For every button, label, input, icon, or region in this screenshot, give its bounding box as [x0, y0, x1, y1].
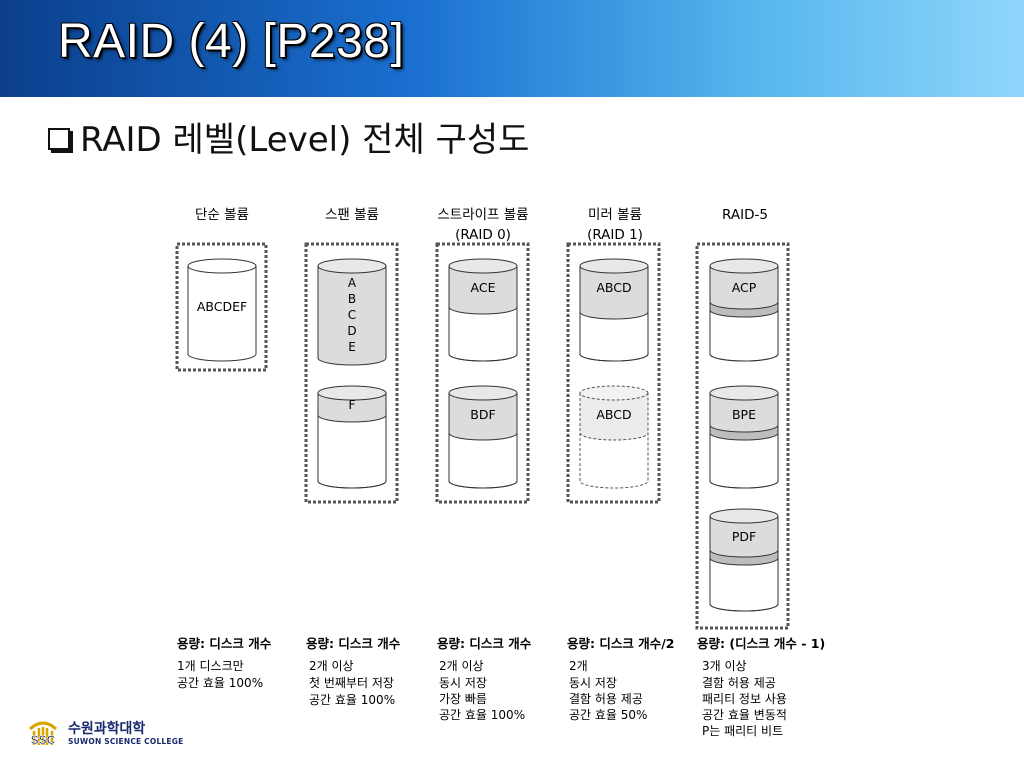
col4-capacity: 용량: (디스크 개수 - 1): [697, 636, 825, 651]
col0-note1: 공간 효율 100%: [177, 676, 263, 690]
col4-note2: 패리티 정보 사용: [702, 692, 787, 706]
col2-disk1-label: BDF: [470, 407, 495, 422]
col4-note1: 결함 허용 제공: [702, 676, 776, 690]
col1-note0: 2개 이상: [309, 659, 354, 673]
col1-disk0-label-d: D: [347, 324, 356, 338]
col0-capacity: 용량: 디스크 개수: [177, 636, 272, 651]
col4-disk1-label: BPE: [732, 407, 756, 422]
col3-disk1-mirror: [579, 385, 649, 489]
col4-note3: 공간 효율 변동적: [702, 708, 787, 722]
col0-title-line0: 단순 볼륨: [195, 207, 249, 223]
bullet-text: RAID 레벨(Level) 전체 구성도: [80, 120, 530, 160]
col2-disk1: [448, 385, 518, 489]
college-emblem-icon: SSC: [28, 721, 58, 747]
col4-disk0-label: ACP: [732, 280, 757, 295]
col1-note2: 공간 효율 100%: [309, 693, 395, 707]
col2-title-line1: (RAID 0): [455, 227, 511, 243]
col3-title-line1: (RAID 1): [587, 227, 643, 243]
col1-disk0: [317, 258, 387, 366]
col1-disk0-label-e: E: [348, 340, 356, 354]
col3-note2: 결함 허용 제공: [569, 692, 643, 706]
col0-disk0: [187, 258, 257, 362]
col0-note0: 1개 디스크만: [177, 659, 244, 673]
col1-capacity: 용량: 디스크 개수: [306, 636, 401, 651]
col1-volume-frame: [304, 242, 399, 504]
col2-note2: 가장 빠름: [439, 692, 487, 706]
col4-note4: P는 패리티 비트: [702, 724, 783, 738]
col1-disk0-label-c: C: [348, 308, 356, 322]
col3-disk0: [579, 258, 649, 362]
college-emblem-mark: SSC: [31, 733, 56, 747]
col4-disk2: [709, 508, 779, 612]
col3-disk1-label: ABCD: [596, 407, 631, 422]
col3-volume-frame: [566, 242, 661, 504]
col3-capacity: 용량: 디스크 개수/2: [567, 636, 674, 651]
col3-disk0-label: ABCD: [596, 280, 631, 295]
college-logo: SSC 수원과학대학 SUWON SCIENCE COLLEGE: [26, 715, 183, 753]
col2-volume-frame: [435, 242, 530, 504]
col1-disk1-label: F: [348, 397, 355, 412]
col4-disk0: [709, 258, 779, 362]
col2-note1: 동시 저장: [439, 676, 487, 690]
checkbox-bullet-icon: [48, 127, 70, 150]
college-name-english: SUWON SCIENCE COLLEGE: [68, 736, 184, 746]
col2-capacity: 용량: 디스크 개수: [437, 636, 532, 651]
col0-volume-frame: [175, 242, 268, 372]
college-name-korean: 수원과학대학: [68, 721, 146, 738]
col1-disk1: [317, 385, 387, 489]
col0-disk0-label: ABCDEF: [197, 299, 247, 314]
col4-note0: 3개 이상: [702, 659, 747, 673]
col3-title-line0: 미러 볼륨: [588, 207, 642, 223]
col4-disk1: [709, 385, 779, 489]
col2-note3: 공간 효율 100%: [439, 708, 525, 722]
col4-disk2-label: PDF: [732, 529, 756, 544]
col2-disk0: [448, 258, 518, 362]
col3-note0: 2개: [569, 659, 588, 673]
col1-note1: 첫 번째부터 저장: [309, 676, 394, 690]
title-bar: RAID (4) [P238]: [0, 0, 1024, 97]
col3-note1: 동시 저장: [569, 676, 617, 690]
col1-disk0-label-a: A: [348, 276, 357, 290]
col2-note0: 2개 이상: [439, 659, 484, 673]
col2-title-line0: 스트라이프 볼륨: [437, 207, 528, 223]
col4-title-line0: RAID-5: [722, 207, 768, 223]
slide-title: RAID (4) [P238]: [58, 15, 405, 68]
col3-note3: 공간 효율 50%: [569, 708, 647, 722]
col2-disk0-label: ACE: [471, 280, 496, 295]
col1-title-line0: 스팬 볼륨: [325, 207, 379, 223]
col4-volume-frame: [695, 242, 790, 630]
col1-disk0-label-b: B: [348, 292, 356, 306]
bullet-line: RAID 레벨(Level) 전체 구성도: [48, 112, 529, 161]
